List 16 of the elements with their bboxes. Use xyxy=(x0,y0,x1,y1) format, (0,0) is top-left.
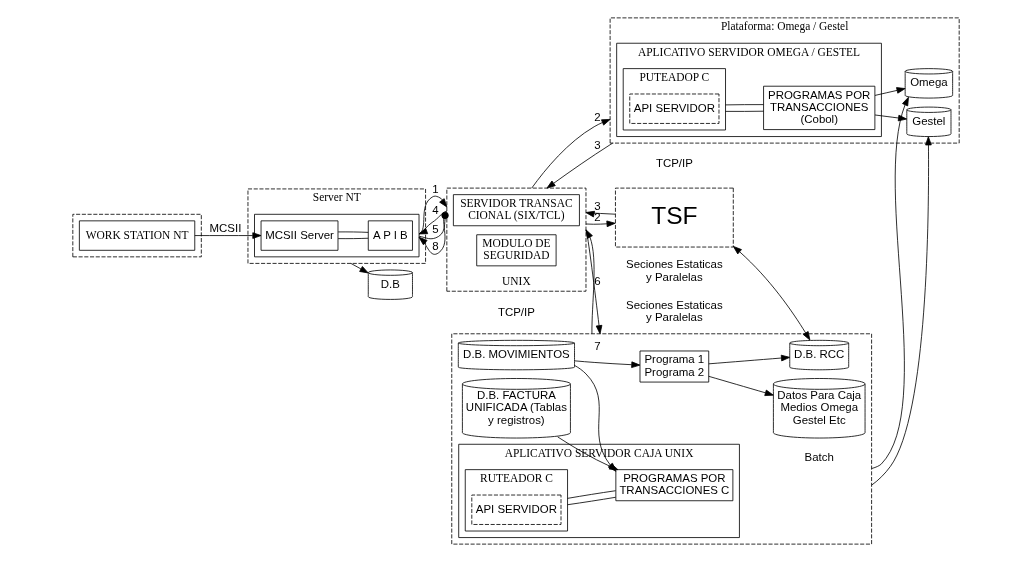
edge-label: MCSII xyxy=(209,222,241,235)
label: Seciones Estaticas y Paralelas xyxy=(625,258,723,283)
edge-label: Batch xyxy=(804,450,834,463)
edge-label: 6 xyxy=(593,274,601,287)
edge-label: 1 xyxy=(431,183,439,196)
edge-label: 4 xyxy=(431,204,439,217)
edge-label: 3 xyxy=(593,200,601,213)
label: TCP/IP xyxy=(655,157,693,170)
label: Seciones Estaticas y Paralelas xyxy=(625,298,723,323)
edge-label: 2 xyxy=(593,211,601,224)
edge-label: 5 xyxy=(431,223,439,236)
edge-label: 3 xyxy=(593,138,601,151)
edge-label: 8 xyxy=(431,239,439,252)
edge-label: 7 xyxy=(593,340,601,353)
label: TCP/IP xyxy=(497,305,535,318)
edge-label: 2 xyxy=(593,111,601,124)
